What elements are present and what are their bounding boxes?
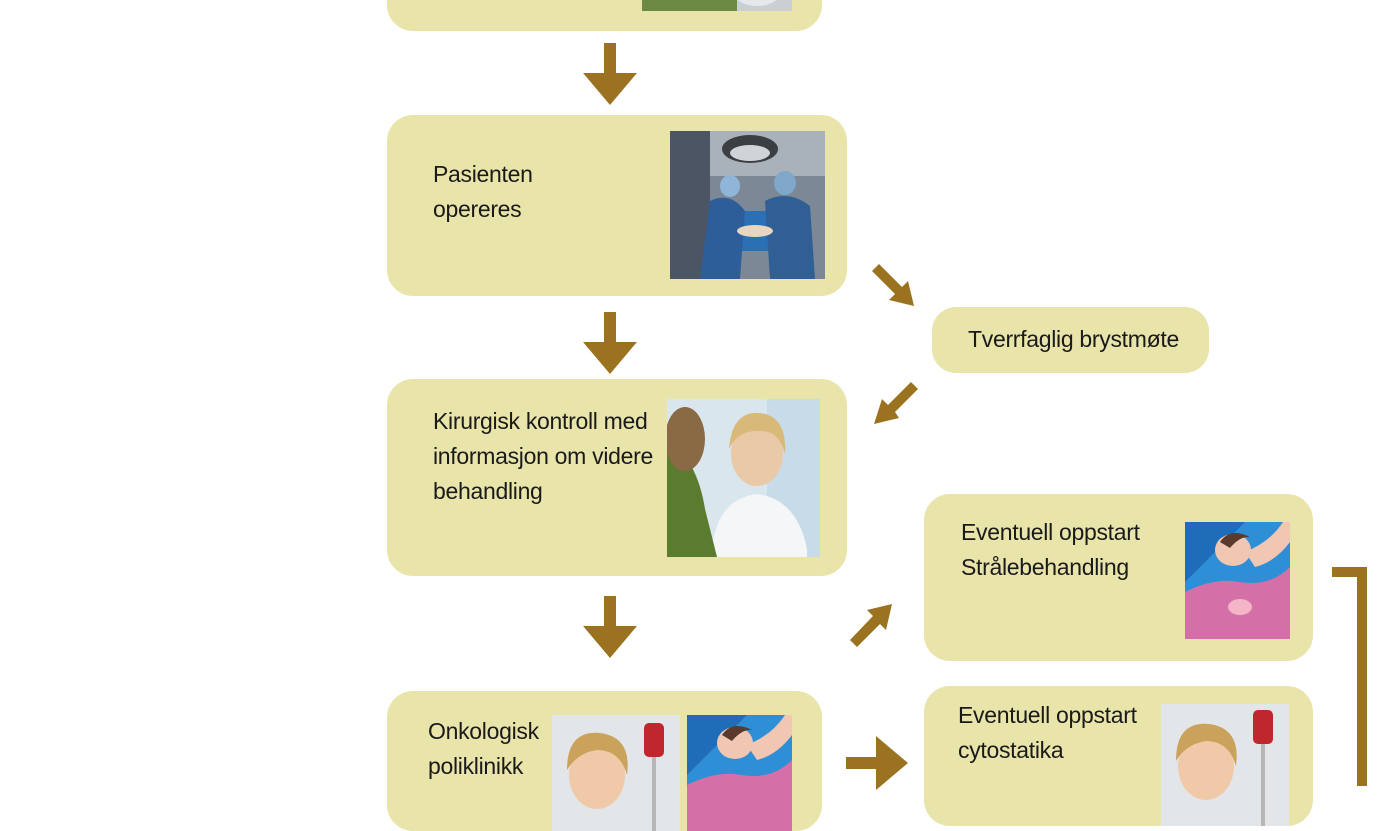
arrow-to-meeting — [872, 264, 914, 306]
control-step-box: Kirurgisk kontroll med informasjon om vi… — [387, 379, 847, 576]
surgery-step-label: Pasienten opereres — [433, 161, 533, 222]
oncology-step-label: Onkologisk poliklinikk — [428, 718, 539, 779]
radiation-therapy-illustration-icon — [1185, 522, 1290, 639]
radiation-step-label: Eventuell oppstart Strålebehandling — [961, 519, 1140, 580]
meeting-step-box: Tverrfaglig brystmøte — [932, 307, 1209, 373]
chemo-step-box: Eventuell oppstart cytostatika — [924, 686, 1313, 826]
arrow-down-2 — [583, 312, 637, 374]
oncology-step-box: Onkologisk poliklinikk — [387, 691, 822, 831]
meeting-step-label: Tverrfaglig brystmøte — [968, 326, 1179, 352]
doctor-consultation-photo-icon — [667, 399, 820, 557]
arrow-to-radiation — [850, 604, 892, 647]
surgery-step-box: Pasienten opereres — [387, 115, 847, 296]
bracket-connector — [1332, 567, 1367, 786]
arrow-down-3 — [583, 596, 637, 658]
iv-drip-patient-photo-icon — [1161, 704, 1289, 826]
arrow-to-chemo — [846, 736, 908, 790]
chemo-step-label: Eventuell oppstart cytostatika — [958, 702, 1137, 763]
arrow-down-1 — [583, 43, 637, 105]
radiation-therapy-illustration-icon — [687, 715, 792, 831]
iv-drip-patient-photo-icon — [552, 715, 680, 831]
top-step-box — [387, 0, 822, 31]
patient-photo-icon — [642, 0, 792, 11]
control-step-label: Kirurgisk kontroll med informasjon om vi… — [433, 408, 653, 504]
arrow-from-meeting — [874, 382, 918, 424]
surgery-photo-icon — [670, 131, 825, 279]
radiation-step-box: Eventuell oppstart Strålebehandling — [924, 494, 1313, 661]
